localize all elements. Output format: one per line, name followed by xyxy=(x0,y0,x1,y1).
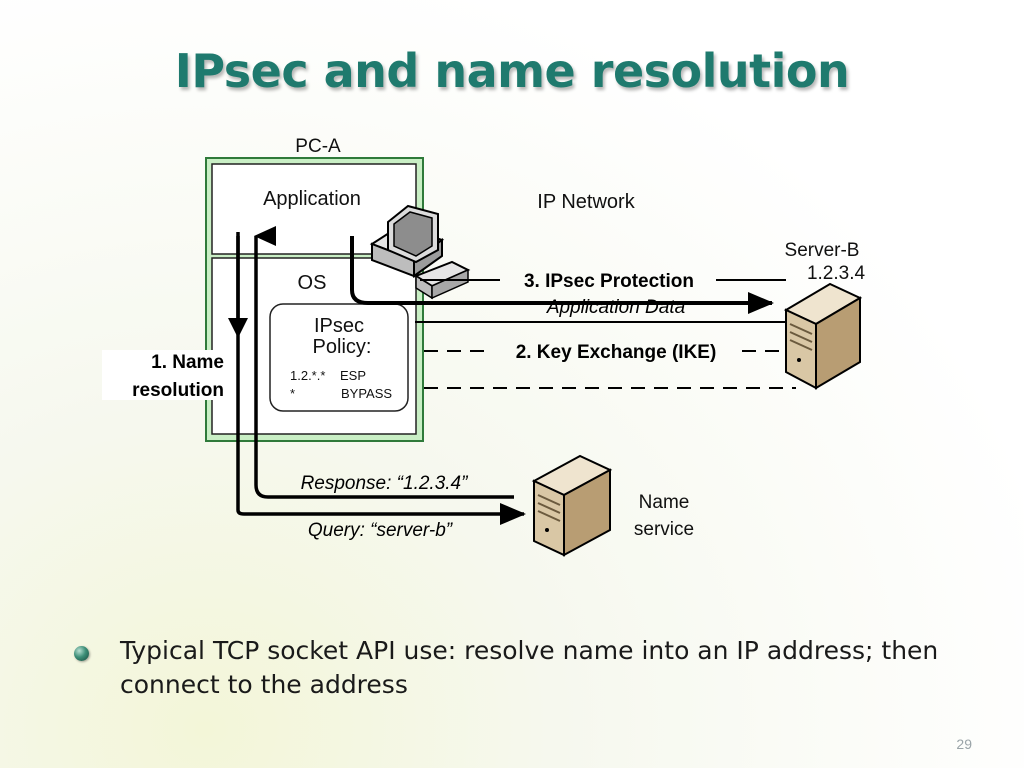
ipsec-diagram: PC-A Application OS IPsec Policy: 1.2.*.… xyxy=(102,136,866,557)
application-label: Application xyxy=(263,188,361,210)
pc-a-label: PC-A xyxy=(295,136,341,157)
policy-title-line1: IPsec xyxy=(314,315,364,337)
server-b-name: Server-B xyxy=(785,240,860,261)
policy-title-line2: Policy: xyxy=(313,336,372,358)
policy-rule-1-match: 1.2.*.* xyxy=(290,368,325,383)
policy-rule-2-action: BYPASS xyxy=(341,386,392,401)
ipsec-protection-label: 3. IPsec Protection xyxy=(524,271,694,292)
policy-rule-1-action: ESP xyxy=(340,368,366,383)
name-resolution-label-line2: resolution xyxy=(132,380,224,401)
name-service-icon xyxy=(531,454,613,557)
policy-rule-2-match: * xyxy=(290,386,295,401)
query-label: Query: “server-b” xyxy=(308,520,454,541)
key-exchange-label: 2. Key Exchange (IKE) xyxy=(516,342,717,363)
server-b-address: 1.2.3.4 xyxy=(807,263,866,284)
bullet-text: Typical TCP socket API use: resolve name… xyxy=(120,636,939,699)
name-service-line2: service xyxy=(634,519,694,540)
name-resolution-flow xyxy=(228,226,526,525)
name-resolution-label-bg xyxy=(102,350,228,400)
application-data-label: Application Data xyxy=(546,297,685,318)
name-resolution-label-line1: 1. Name xyxy=(151,352,224,373)
name-service-line1: Name xyxy=(639,492,690,513)
application-data-flow xyxy=(350,236,786,323)
response-label: Response: “1.2.3.4” xyxy=(301,473,470,494)
slide-title: IPsec and name resolution xyxy=(174,44,850,98)
page-number: 29 xyxy=(956,736,972,752)
ip-network-label: IP Network xyxy=(537,191,635,213)
bullet-icon xyxy=(74,646,89,661)
key-exchange-flow xyxy=(424,350,796,389)
server-b-icon xyxy=(783,282,863,390)
ipsec-policy-box xyxy=(269,303,409,412)
os-label: OS xyxy=(298,272,327,294)
desktop-computer-icon xyxy=(369,204,471,300)
